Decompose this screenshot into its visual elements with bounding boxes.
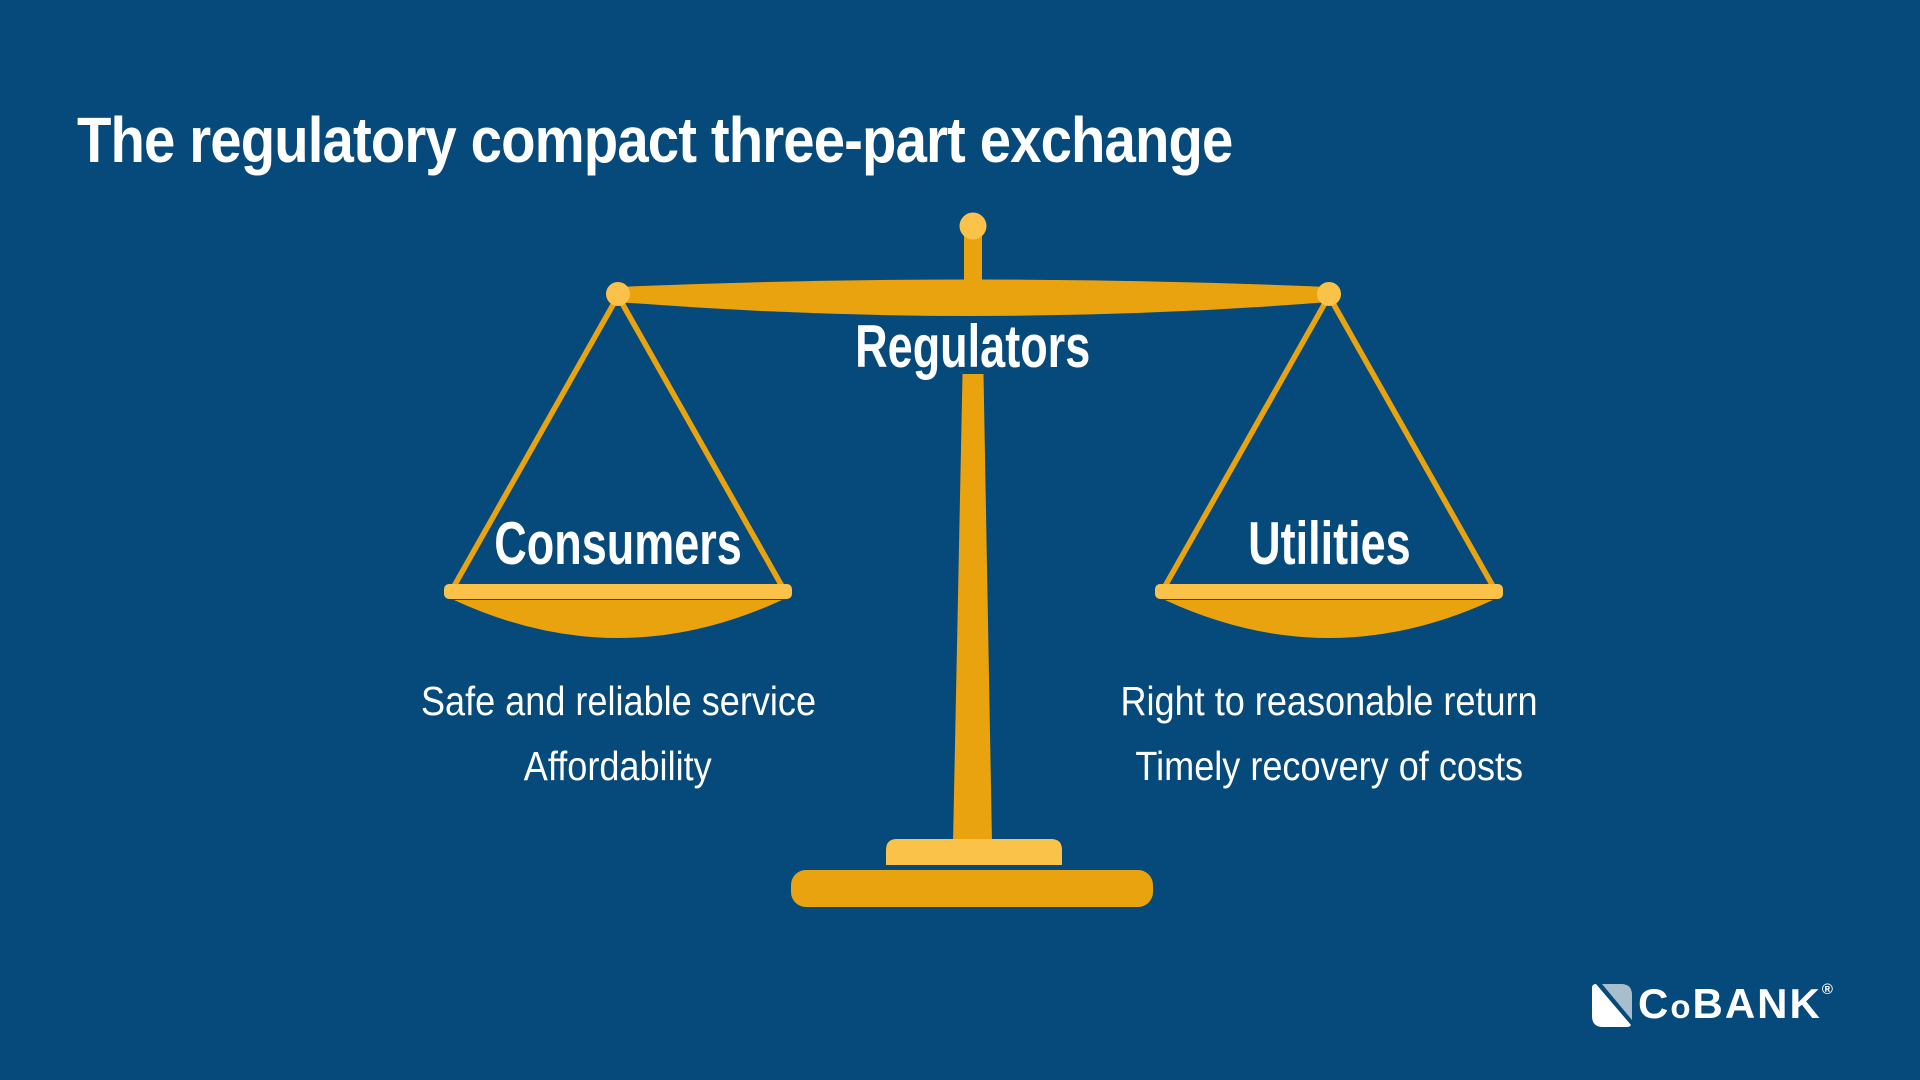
- scale-base: [791, 870, 1153, 907]
- cobank-logo: CoBANK®: [1592, 980, 1872, 1034]
- left-pan-bowl: [454, 600, 782, 638]
- utilities-point-2: Timely recovery of costs: [1135, 743, 1523, 789]
- page-title: The regulatory compact three-part exchan…: [77, 103, 1233, 176]
- utilities-label: Utilities: [1247, 510, 1411, 577]
- scale-pedestal: [886, 839, 1062, 865]
- left-pan-string-right: [615, 293, 786, 591]
- registered-mark: ®: [1821, 981, 1833, 998]
- consumers-point-2: Affordability: [524, 743, 712, 789]
- scale-left-knob: [606, 282, 630, 306]
- consumers-label: Consumers: [494, 510, 742, 577]
- utilities-point-1: Right to reasonable return: [1120, 678, 1538, 724]
- scale-top-knob: [959, 212, 987, 240]
- left-pan-rim: [444, 584, 792, 599]
- right-pan-string-right: [1326, 293, 1497, 591]
- left-pan-string-left: [450, 293, 621, 591]
- scale-right-knob: [1317, 282, 1341, 306]
- right-pan-string-left: [1161, 293, 1332, 591]
- scale-beam: [618, 279, 1329, 316]
- cobank-emblem-icon: [1592, 984, 1632, 1027]
- right-pan-rim: [1155, 584, 1503, 599]
- scale-center-pole: [953, 374, 992, 843]
- regulators-label: Regulators: [855, 313, 1091, 380]
- scale-top-neck: [964, 228, 982, 290]
- cobank-logo-text: CoBANK®: [1638, 980, 1833, 1027]
- right-pan-bowl: [1165, 600, 1493, 638]
- consumers-point-1: Safe and reliable service: [420, 678, 816, 724]
